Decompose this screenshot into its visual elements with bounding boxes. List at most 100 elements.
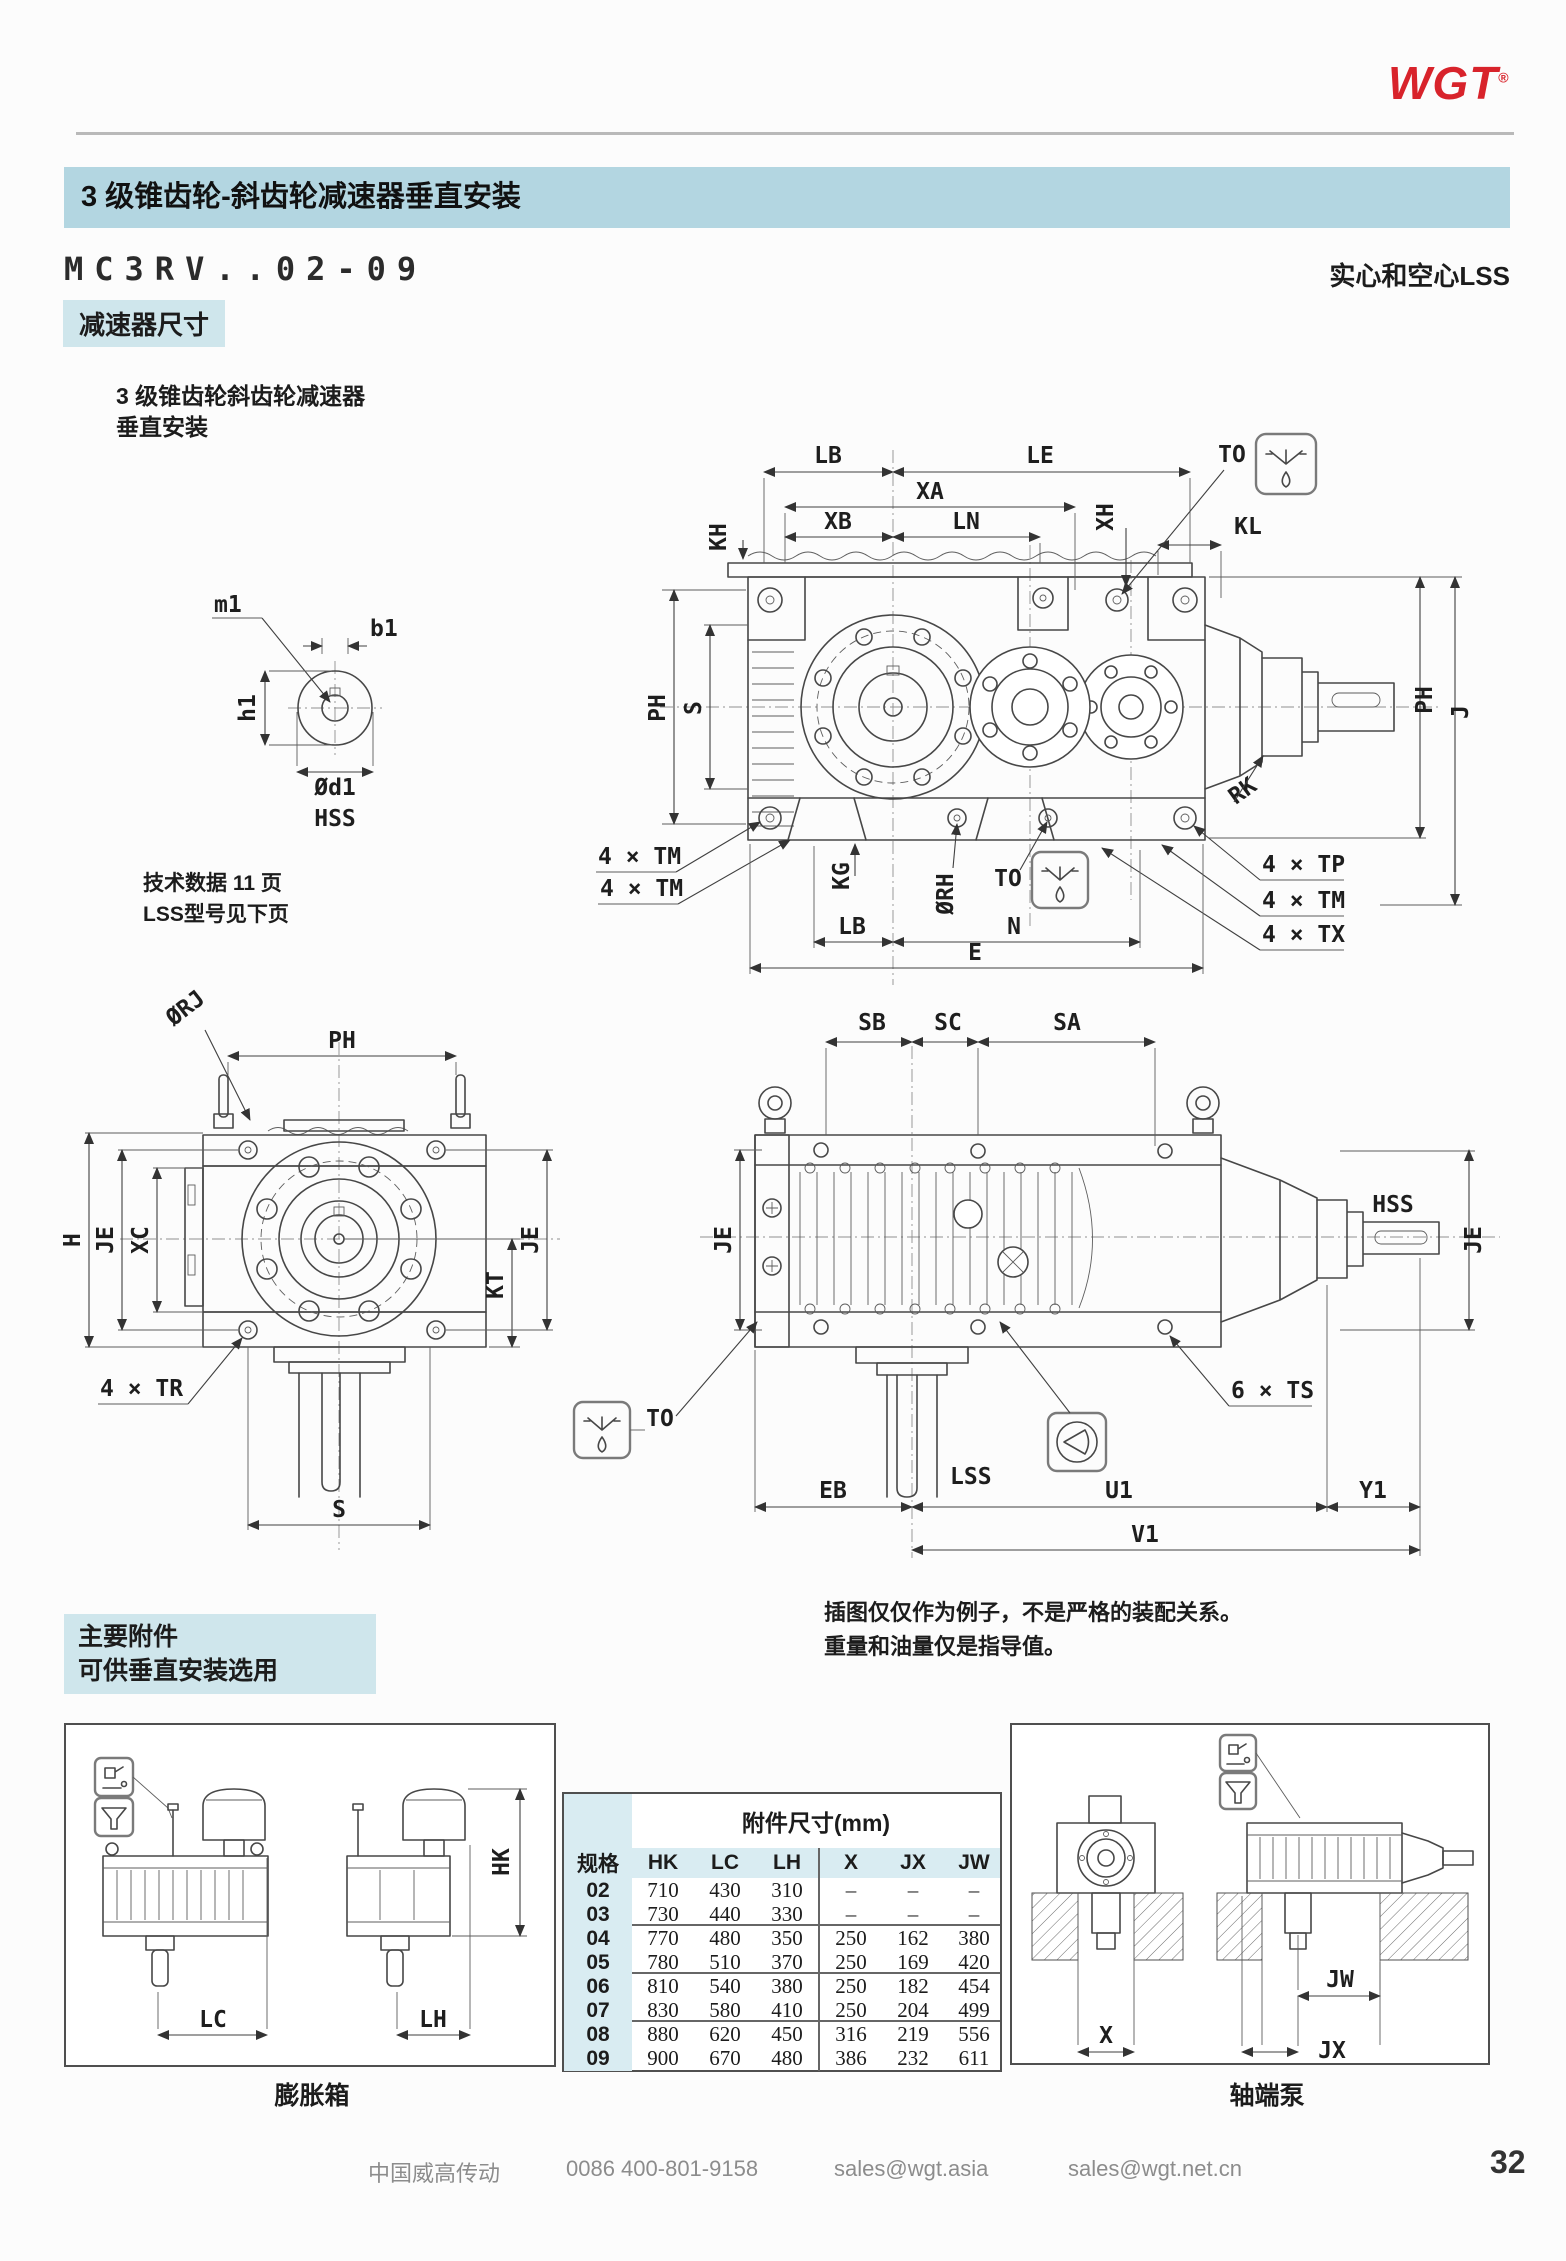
dim-label-x: X [1099, 2023, 1113, 2049]
table-cell: 219 [897, 2022, 929, 2046]
dim-label-m1: m1 [214, 592, 242, 618]
table-cell: 810 [647, 1974, 679, 1998]
dim-label-d1: Ød1 [313, 775, 356, 801]
table-cell: 480 [771, 2046, 803, 2070]
table-cell: – [818, 1902, 882, 1927]
table-column-header: X [818, 1848, 882, 1878]
footer-phone: 0086 400-801-9158 [566, 2156, 759, 2181]
dim-label-v1: V1 [1131, 1522, 1159, 1548]
dim-label-jx: JX [1318, 2038, 1346, 2064]
table-column-header: HK [647, 1851, 679, 1874]
dim-label-tp: 4 × TP [1262, 852, 1345, 878]
section-label-accessories: 主要附件 可供垂直安装选用 [64, 1614, 376, 1694]
dim-label-e: E [968, 940, 982, 966]
label-hss-shaft: HSS [314, 806, 356, 832]
note-line1: 插图仅仅作为例子，不是严格的装配关系。 [824, 1600, 1243, 1625]
dim-label-s-front: S [332, 1497, 346, 1523]
table-cell: 204 [897, 1998, 929, 2022]
table-cell: 670 [709, 2046, 741, 2070]
table-corner-cell [564, 1794, 632, 1848]
table-cell: 182 [897, 1974, 929, 1998]
dim-label-je-right-front: JE [518, 1226, 544, 1254]
table-cell: – [907, 1878, 919, 1902]
table-cell: 454 [958, 1974, 990, 1998]
table-cell: 316 [818, 2022, 882, 2047]
front-view-drawing: ØRJ PH H JE XC KT JE 4 × TR S [60, 985, 560, 1550]
dim-label-y1: Y1 [1359, 1478, 1387, 1504]
dim-label-xc: XC [128, 1226, 154, 1254]
table-cell: 07 [564, 1998, 632, 2023]
table-title-row: 附件尺寸(mm) [564, 1794, 1000, 1848]
table-cell: 430 [709, 1878, 741, 1902]
table-cell: 08 [564, 2022, 632, 2047]
dim-label-s-left: S [681, 701, 707, 715]
accessories-label-line1: 主要附件 [78, 1623, 179, 1651]
dim-label-lb: LB [814, 443, 842, 469]
table-cell: 330 [771, 1902, 803, 1926]
footer-email-cn: sales@wgt.net.cn [1068, 2156, 1242, 2181]
section-label-dimensions: 减速器尺寸 [63, 300, 226, 347]
dim-label-ph-right: PH [1412, 686, 1438, 714]
table-cell: – [907, 1902, 919, 1926]
dim-label-h1: h1 [235, 694, 261, 722]
table-cell: 499 [958, 1998, 990, 2022]
table-cell: 06 [564, 1974, 632, 1999]
dim-label-lh: LH [419, 2007, 447, 2033]
table-cell: 03 [564, 1902, 632, 1927]
table-cell: 420 [958, 1950, 990, 1974]
page-title: 3 级锥齿轮-斜齿轮减速器垂直安装 [64, 167, 1510, 228]
note-line2: 重量和油量仅是指导值。 [824, 1634, 1067, 1659]
table-cell: 250 [818, 1998, 882, 2023]
table-cell: 380 [958, 1926, 990, 1950]
table-cell: 250 [818, 1974, 882, 1999]
table-row: 06 810 540 380 250 182 454 [564, 1974, 1000, 1999]
table-column-header: LC [711, 1851, 739, 1874]
side-view-drawing: HSS LSS SB SC SA JE JE 6 × TS TO [572, 1010, 1500, 1558]
dim-label-lc: LC [199, 2007, 227, 2033]
dim-label-hk: HK [489, 1848, 515, 1876]
dim-label-je-left-side: JE [711, 1226, 737, 1254]
table-cell: 02 [564, 1878, 632, 1903]
table-cell: 730 [647, 1902, 679, 1926]
table-cell: 556 [958, 2022, 990, 2046]
dim-label-tm-c: 4 × TM [1262, 888, 1345, 914]
table-cell: 162 [897, 1926, 929, 1950]
dim-label-je-right-side: JE [1461, 1226, 1487, 1254]
expansion-tank-drawing: LC LH HK [93, 1756, 527, 2040]
expansion-tank-panel [64, 1723, 556, 2067]
table-cell: – [818, 1878, 882, 1903]
drawing-caption-line1: 3 级锥齿轮斜齿轮减速器 [116, 383, 366, 409]
table-cell: 09 [564, 2046, 632, 2071]
dim-label-lb-bottom: LB [838, 914, 866, 940]
dim-label-sc: SC [934, 1010, 962, 1036]
table-cell: 350 [771, 1926, 803, 1950]
dim-label-n: N [1007, 914, 1021, 940]
footer-company: 中国威高传动 [368, 2161, 501, 2186]
caption-shaft-end-pump: 轴端泵 [1229, 2082, 1305, 2110]
dim-label-h: H [60, 1233, 86, 1247]
table-cell: 450 [771, 2022, 803, 2046]
shaft-type-note: 实心和空心LSS [1329, 261, 1510, 291]
table-cell: 540 [709, 1974, 741, 1998]
oil-fill-icon-tank [93, 1756, 135, 1798]
drawing-caption-line2: 垂直安装 [116, 414, 208, 440]
disclaimer-note: 插图仅仅作为例子，不是严格的装配关系。 重量和油量仅是指导值。 [824, 1596, 1242, 1664]
label-lss: LSS [950, 1464, 992, 1490]
table-cell: 611 [958, 2046, 990, 2070]
oil-drain-icon-tank [93, 1796, 135, 1838]
table-cell: 380 [771, 1974, 803, 1998]
dim-label-ln: LN [952, 509, 980, 535]
header-divider [76, 132, 1514, 135]
tech-data-note: 技术数据 11 页 LSS型号见下页 [143, 868, 289, 930]
table-cell: 510 [709, 1950, 741, 1974]
oil-sight-glass-icon [1046, 1411, 1108, 1473]
dim-label-to-bottom: TO [994, 866, 1022, 892]
table-cell: 04 [564, 1926, 632, 1951]
dim-label-tx: 4 × TX [1262, 922, 1345, 948]
dim-label-xb: XB [824, 509, 852, 535]
dim-label-le: LE [1026, 443, 1054, 469]
table-cell: 232 [897, 2046, 929, 2070]
